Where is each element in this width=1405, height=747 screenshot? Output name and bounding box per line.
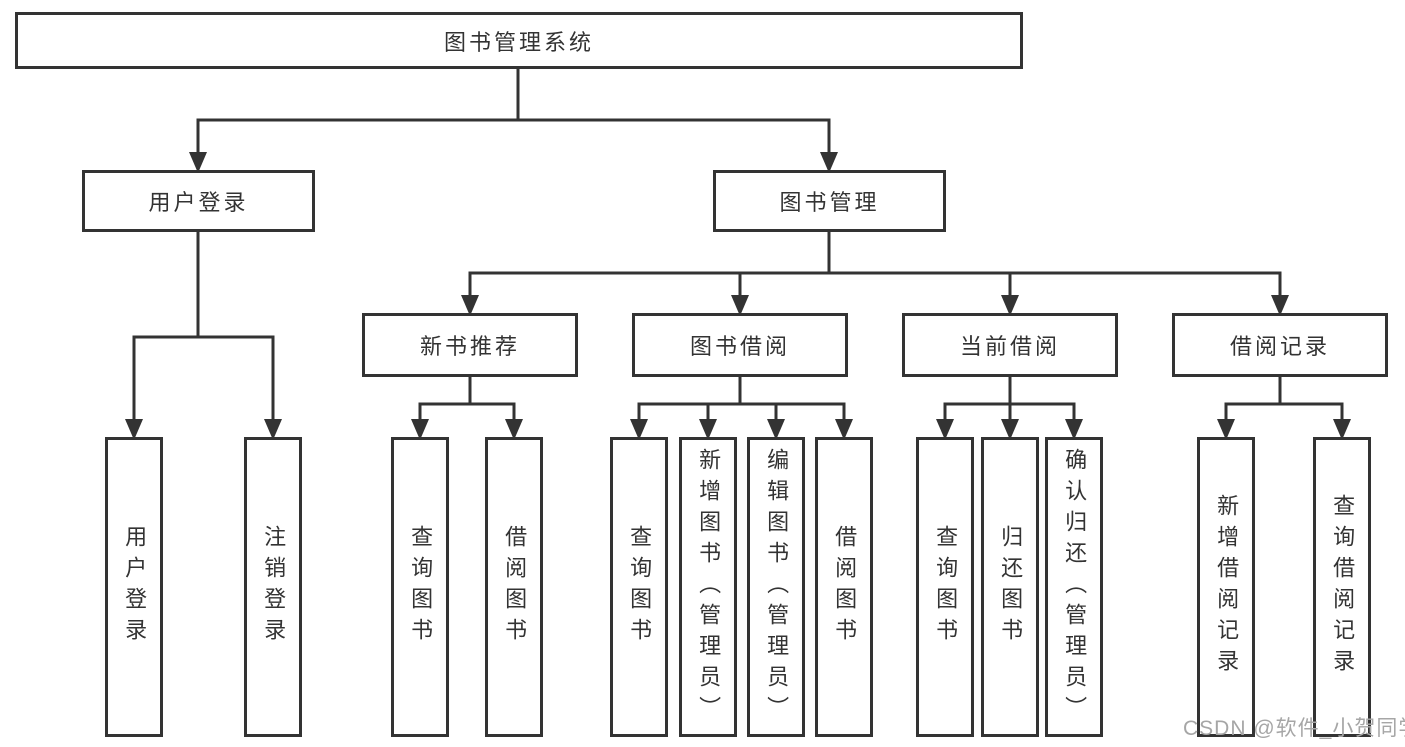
- leaf-recommend-query-books-label: 查询图书: [408, 525, 434, 649]
- node-root-label: 图书管理系统: [443, 29, 594, 55]
- leaf-borrow-query-books-label: 查询图书: [627, 525, 653, 649]
- leaf-current-confirm-return-admin: 确认归还（管理员）: [1045, 437, 1103, 737]
- node-user-login: 用户登录: [82, 170, 315, 232]
- node-borrow-records-label: 借阅记录: [1229, 334, 1330, 359]
- leaf-borrow-add-books-admin: 新增图书（管理员）: [679, 437, 737, 737]
- leaf-user-login-label: 用户登录: [122, 525, 148, 649]
- leaf-borrow-add-books-admin-label: 新增图书（管理员）: [696, 447, 722, 727]
- leaf-records-add-record: 新增借阅记录: [1197, 437, 1255, 737]
- leaf-recommend-borrow-books-label: 借阅图书: [502, 525, 528, 649]
- leaf-current-confirm-return-admin-label: 确认归还（管理员）: [1062, 447, 1088, 727]
- node-root: 图书管理系统: [15, 12, 1023, 69]
- leaf-recommend-borrow-books: 借阅图书: [485, 437, 543, 737]
- node-book-borrow-label: 图书借阅: [689, 334, 790, 359]
- node-new-book-recommend-label: 新书推荐: [419, 334, 520, 359]
- leaf-current-return-books-label: 归还图书: [998, 525, 1024, 649]
- leaf-recommend-query-books: 查询图书: [391, 437, 449, 737]
- leaf-logout-label: 注销登录: [261, 525, 287, 649]
- node-current-borrow-label: 当前借阅: [959, 334, 1060, 359]
- watermark: CSDN @软件_小贺同学: [1183, 717, 1405, 740]
- node-new-book-recommend: 新书推荐: [362, 313, 578, 377]
- leaf-user-login: 用户登录: [105, 437, 163, 737]
- node-borrow-records: 借阅记录: [1172, 313, 1388, 377]
- leaf-records-add-record-label: 新增借阅记录: [1214, 494, 1240, 680]
- leaf-borrow-edit-books-admin-label: 编辑图书（管理员）: [764, 447, 790, 727]
- leaf-records-query-record: 查询借阅记录: [1313, 437, 1371, 737]
- node-user-login-label: 用户登录: [148, 190, 249, 215]
- node-book-management-label: 图书管理: [779, 190, 880, 215]
- leaf-current-query-books-label: 查询图书: [933, 525, 959, 649]
- leaf-borrow-borrow-books-label: 借阅图书: [832, 525, 858, 649]
- node-book-borrow: 图书借阅: [632, 313, 848, 377]
- leaf-borrow-edit-books-admin: 编辑图书（管理员）: [747, 437, 805, 737]
- leaf-borrow-query-books: 查询图书: [610, 437, 668, 737]
- node-current-borrow: 当前借阅: [902, 313, 1118, 377]
- leaf-borrow-borrow-books: 借阅图书: [815, 437, 873, 737]
- leaf-logout: 注销登录: [244, 437, 302, 737]
- leaf-current-return-books: 归还图书: [981, 437, 1039, 737]
- leaf-records-query-record-label: 查询借阅记录: [1330, 494, 1356, 680]
- node-book-management: 图书管理: [713, 170, 946, 232]
- leaf-current-query-books: 查询图书: [916, 437, 974, 737]
